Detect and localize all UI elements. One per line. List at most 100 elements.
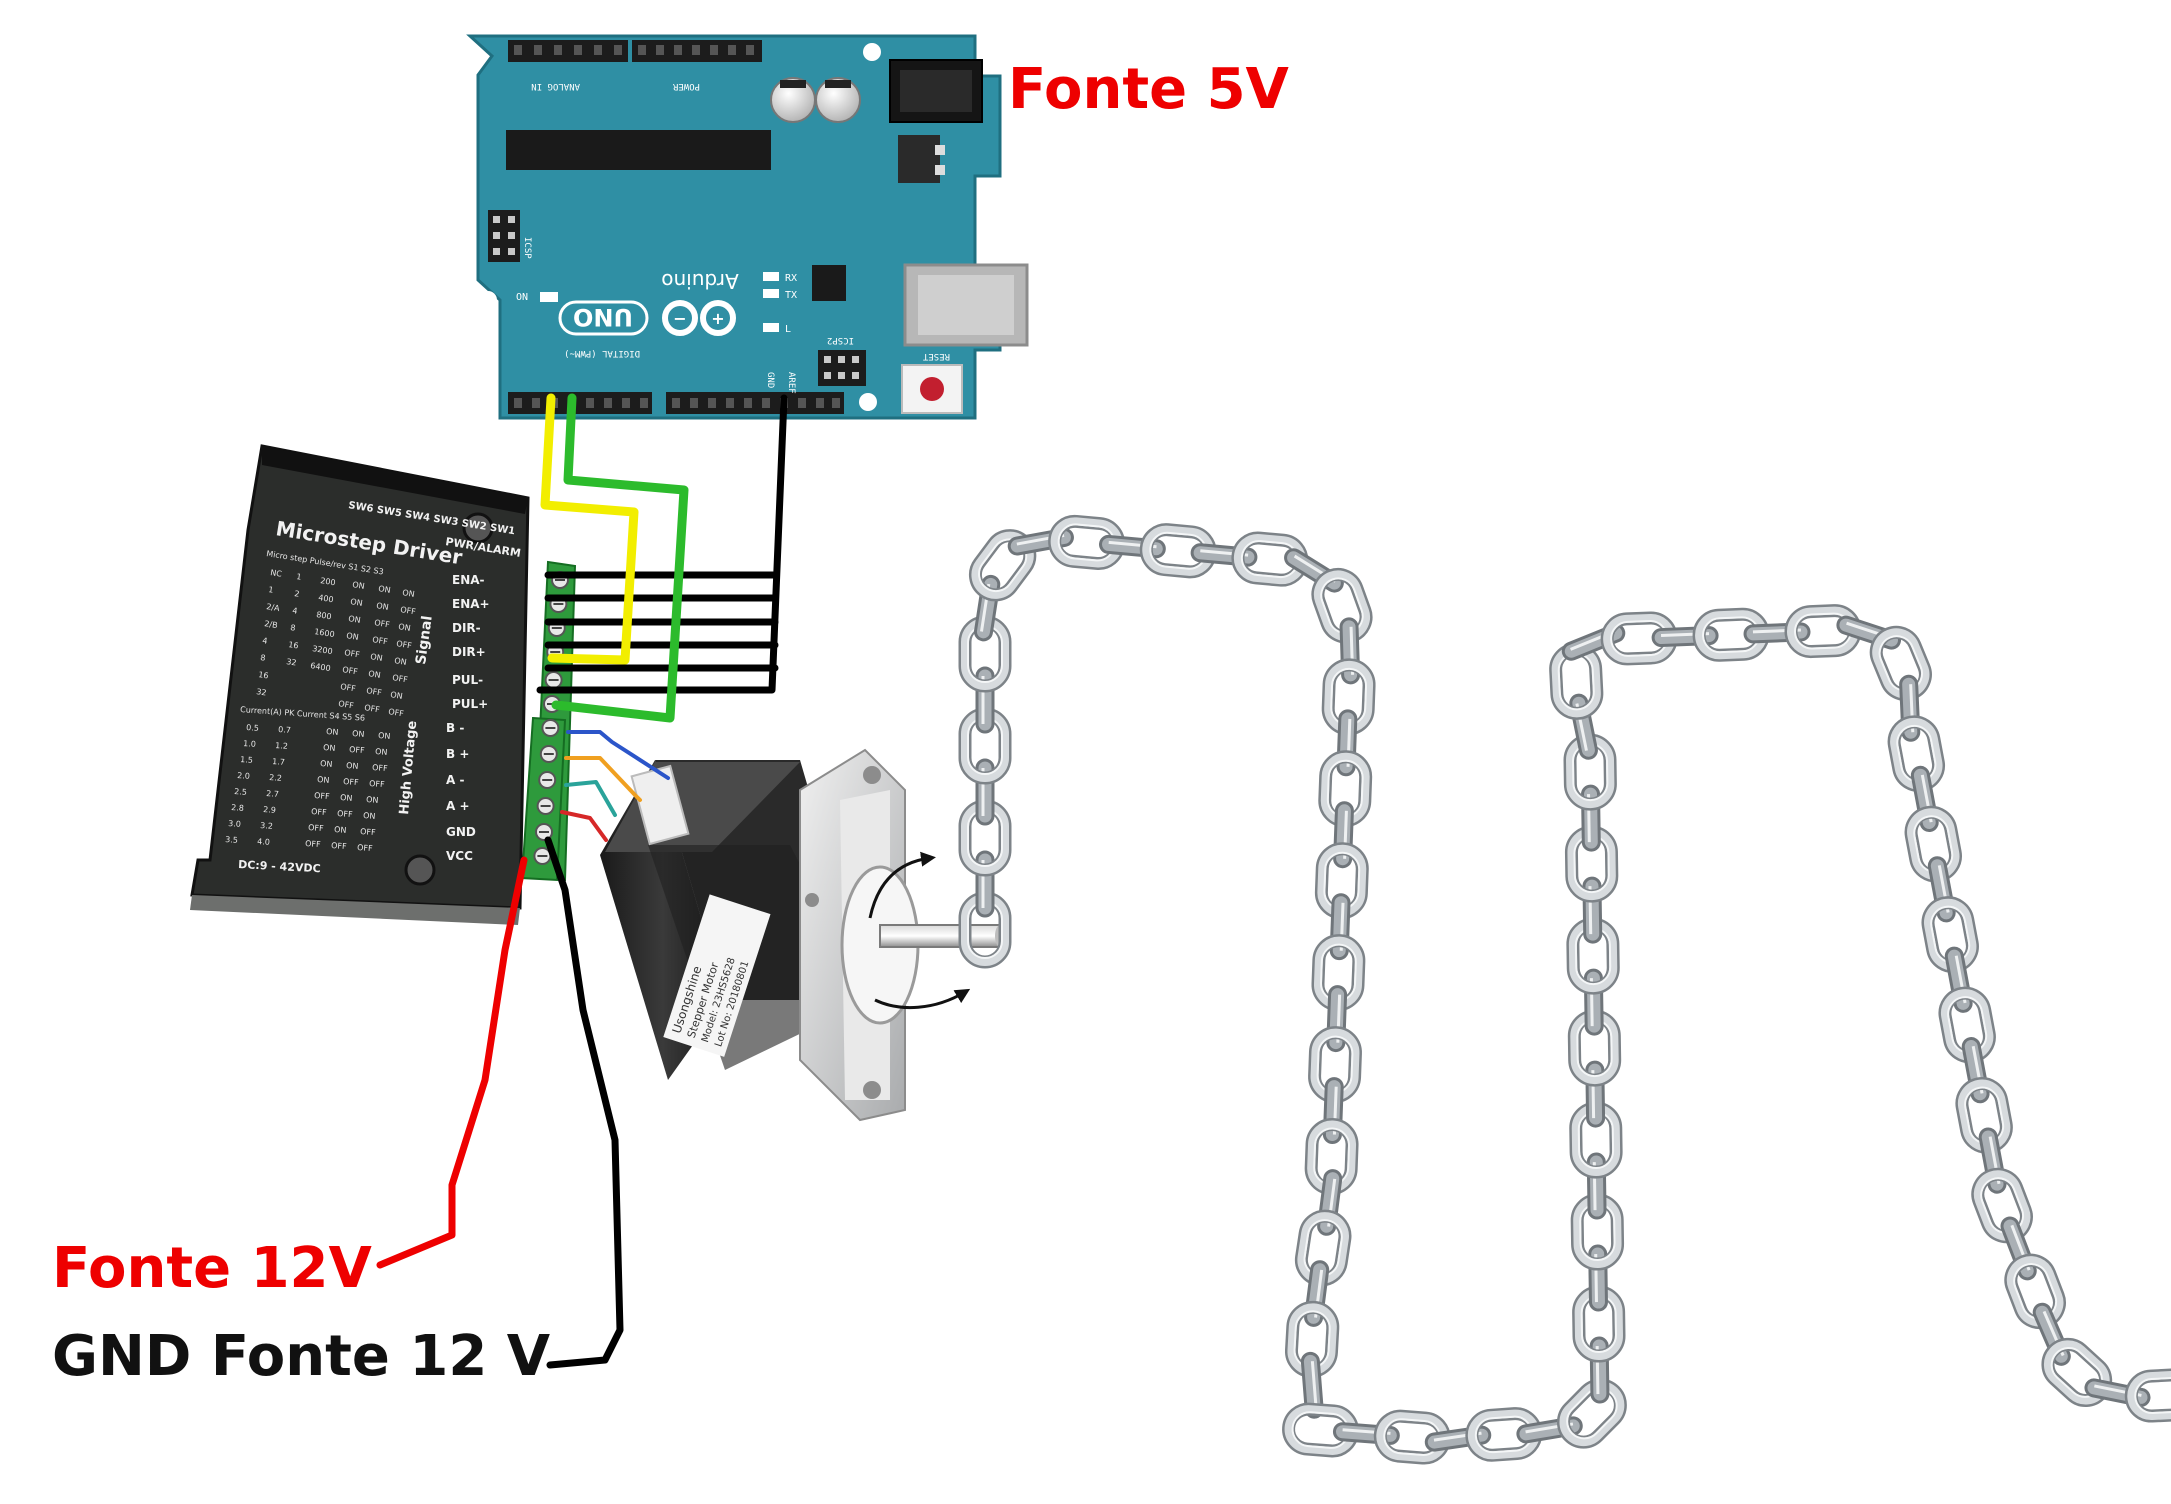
analog-in-label: ANALOG IN — [531, 81, 580, 91]
motor-wire-red — [562, 812, 606, 840]
icsp2-label: ICSP2 — [827, 335, 854, 345]
on-led-label: ON — [516, 292, 528, 303]
tx-label: TX — [785, 290, 797, 301]
current-table-cell: 2.7 — [266, 789, 279, 799]
chain-link — [2130, 1374, 2171, 1417]
arduino-uno-board: ANALOG IN POWER ICSP ON UNO + − Arduino — [470, 36, 1027, 418]
current-table-cell: OFF — [314, 791, 330, 801]
chain-link — [1590, 1246, 1607, 1310]
current-table-cell: OFF — [311, 807, 327, 817]
mounting-hole — [479, 291, 497, 309]
gnd-fonte-12v-label: GND Fonte 12 V — [52, 1324, 551, 1389]
current-table-cell: OFF — [331, 841, 347, 851]
rx-led — [763, 272, 779, 281]
current-table-cell: 1.2 — [275, 741, 288, 751]
microstep-table-cell: ON — [376, 601, 390, 612]
chain-link — [1585, 970, 1602, 1034]
current-table-cell: OFF — [372, 763, 388, 773]
microstep-table-cell: ON — [402, 588, 416, 599]
current-table-cell: 2.9 — [263, 805, 276, 815]
current-table-cell: 4.0 — [257, 837, 270, 847]
terminal-label: ENA+ — [452, 597, 490, 611]
current-table-cell: OFF — [369, 779, 385, 789]
chain-link — [1341, 619, 1359, 683]
driver-screw — [406, 856, 434, 884]
motor-wire-teal — [566, 782, 615, 815]
gnd-black-wire — [548, 840, 620, 1365]
current-table-cell: 1.5 — [240, 755, 253, 765]
current-table-cell: ON — [334, 825, 347, 835]
chain-link — [1588, 1154, 1605, 1218]
microstep-table-cell: 16 — [288, 640, 299, 650]
current-table-cell: 1.7 — [272, 757, 285, 767]
microstep-table-cell: ON — [346, 631, 360, 642]
current-table-cell: OFF — [305, 839, 321, 849]
microstep-driver: Microstep Driver SW6 SW5 SW4 SW3 SW2 SW1… — [190, 446, 575, 925]
terminal-label: A - — [446, 773, 464, 787]
microstep-table-cell: ON — [394, 656, 408, 667]
mounting-hole — [859, 393, 877, 411]
microstep-table-cell: ON — [390, 690, 404, 701]
terminal-label: ENA- — [452, 573, 485, 587]
microstep-table-cell: ON — [398, 622, 412, 633]
current-table-cell: OFF — [337, 809, 353, 819]
microstep-table-cell: ON — [350, 597, 364, 608]
current-table-cell: OFF — [308, 823, 324, 833]
flange-hole — [863, 1081, 881, 1099]
chain-link — [1591, 1338, 1608, 1402]
terminal-label: VCC — [446, 849, 473, 863]
current-table-cell: OFF — [357, 843, 373, 853]
current-table-cell: OFF — [360, 827, 376, 837]
icsp-header — [488, 210, 520, 262]
power-label: POWER — [672, 81, 700, 91]
gnd-pin-label: GND — [765, 372, 775, 388]
digital-header-low — [508, 392, 652, 414]
mounting-hole — [863, 43, 881, 61]
current-table-cell: 2.8 — [231, 803, 244, 813]
microstep-table-cell: ON — [368, 669, 382, 680]
svg-text:+: + — [711, 309, 724, 328]
chain-link — [1584, 878, 1601, 942]
terminal-label: DIR- — [452, 621, 481, 635]
terminal-label: PUL- — [452, 673, 483, 687]
microstep-table-cell: ON — [370, 652, 384, 663]
microcontroller-chip — [506, 130, 771, 170]
current-table-cell: ON — [375, 747, 388, 757]
terminal-label: B + — [446, 747, 469, 761]
chain-link — [1587, 1062, 1604, 1126]
microstep-table-cell: 16 — [258, 670, 269, 680]
svg-text:−: − — [673, 309, 686, 328]
reset-label: RESET — [922, 351, 950, 361]
current-table-cell: ON — [366, 795, 379, 805]
icsp-label: ICSP — [522, 237, 532, 259]
voltage-regulator — [898, 135, 940, 183]
current-table-cell: ON — [346, 761, 359, 771]
aref-pin-label: AREF — [786, 372, 796, 394]
current-table-cell: ON — [317, 775, 330, 785]
current-table-cell: OFF — [349, 745, 365, 755]
microstep-table-cell: 32 — [256, 687, 267, 697]
l-label: L — [785, 324, 791, 335]
l-led — [763, 323, 779, 332]
terminal-label: A + — [446, 799, 470, 813]
current-table-cell: 1.0 — [243, 739, 256, 749]
rx-label: RX — [785, 273, 797, 284]
tx-led — [763, 289, 779, 298]
digital-label: DIGITAL (PWM~) — [564, 348, 640, 358]
terminal-label: GND — [446, 825, 476, 839]
current-table-cell: ON — [323, 743, 336, 753]
microstep-table-cell: ON — [348, 614, 362, 625]
fonte-12v-label: Fonte 12V — [52, 1236, 373, 1301]
microstep-table-cell: NC — [270, 568, 283, 579]
terminal-label: B - — [446, 721, 464, 735]
terminal-label: PUL+ — [452, 697, 488, 711]
arduino-brand-text: Arduino — [661, 269, 738, 293]
chain-link — [977, 668, 993, 732]
usb-chip — [812, 265, 846, 301]
microstep-table-cell: ON — [378, 584, 392, 595]
chain-link — [977, 760, 993, 824]
flange-hole — [805, 893, 819, 907]
on-led — [540, 292, 558, 302]
chain-link — [977, 852, 993, 916]
